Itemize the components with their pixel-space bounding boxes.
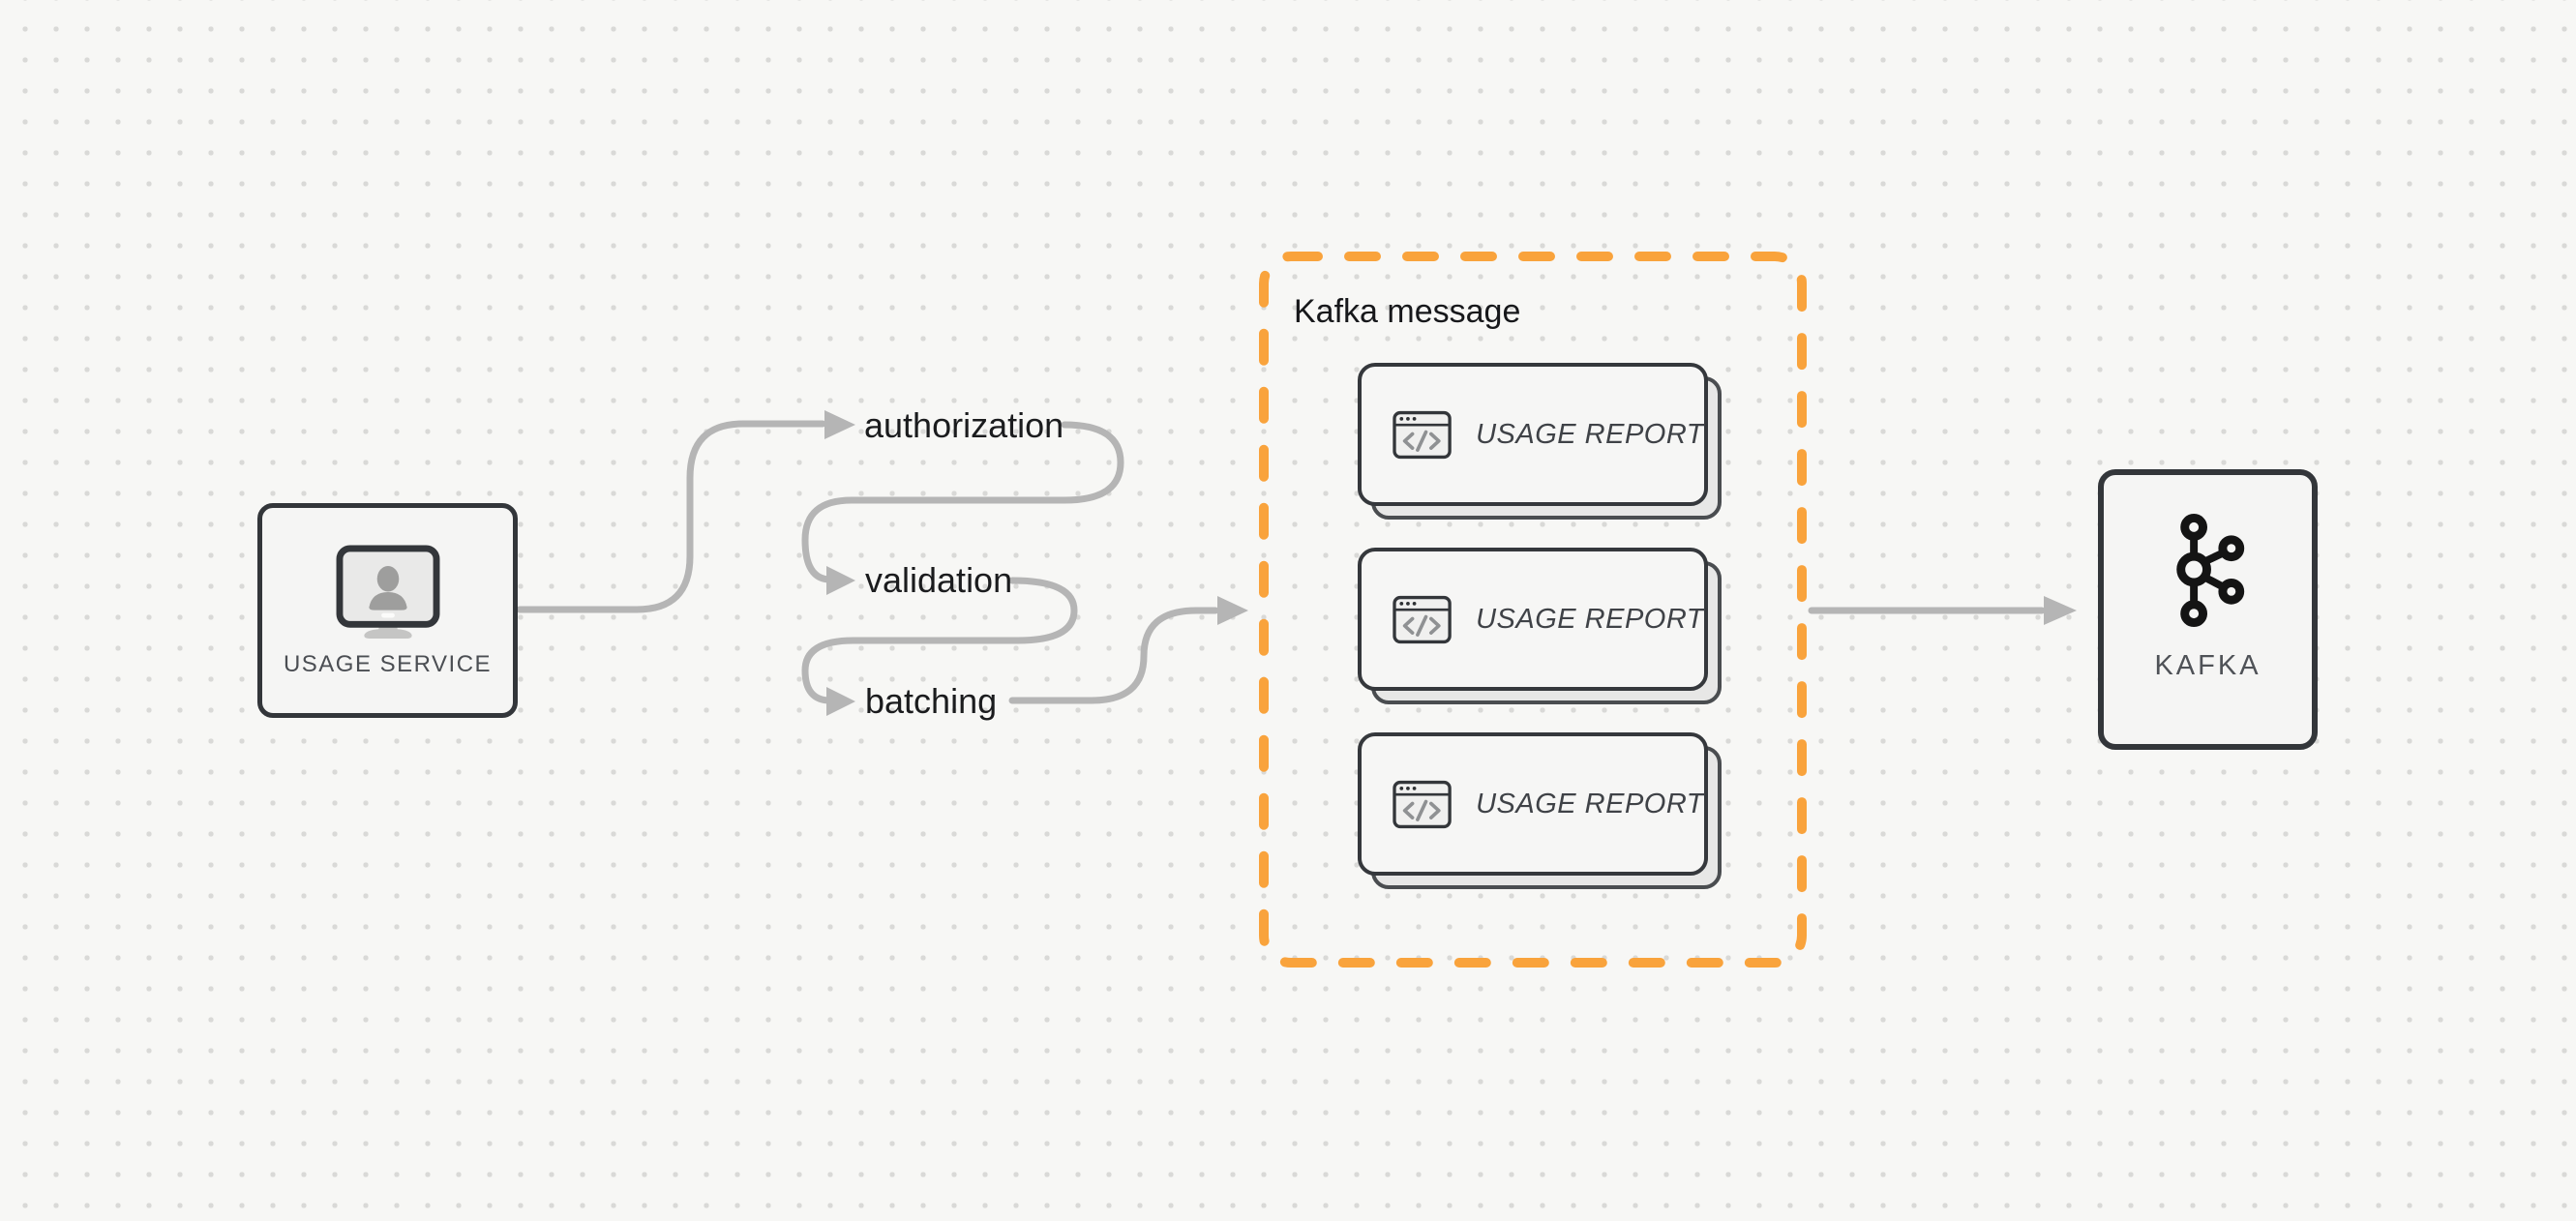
edge-batching-to-kafka-message xyxy=(1008,607,1219,704)
kafka-label: KAFKA xyxy=(2154,650,2261,681)
flow-step-validation: validation xyxy=(865,560,1013,600)
kafka-message-dashed-border xyxy=(1259,252,1807,968)
card-front: USAGE REPORT xyxy=(1358,548,1708,691)
monitor-user-icon xyxy=(336,545,439,640)
arrowhead-validation xyxy=(826,566,855,595)
usage-service-label: USAGE SERVICE xyxy=(283,651,493,677)
code-window-icon xyxy=(1393,410,1452,459)
edge-authorization-to-validation xyxy=(801,421,1124,583)
arrowhead-kafka-message xyxy=(1217,596,1248,625)
arrowhead-kafka xyxy=(2044,596,2077,625)
usage-report-label: USAGE REPORT xyxy=(1476,418,1704,450)
card-front: USAGE REPORT xyxy=(1358,732,1708,876)
code-window-icon xyxy=(1393,595,1452,643)
usage-report-card: USAGE REPORT xyxy=(1358,732,1722,889)
arrowhead-authorization xyxy=(824,410,855,439)
kafka-logo-icon xyxy=(2175,514,2244,628)
usage-report-card: USAGE REPORT xyxy=(1358,548,1722,704)
edge-usage-service-to-authorization xyxy=(516,420,826,613)
kafka-message-group-title: Kafka message xyxy=(1294,293,1521,330)
edge-validation-to-batching xyxy=(801,577,1078,704)
kafka-node: KAFKA xyxy=(2098,469,2318,750)
usage-report-card: USAGE REPORT xyxy=(1358,363,1722,520)
code-window-icon xyxy=(1393,780,1452,828)
usage-service-node: USAGE SERVICE xyxy=(257,503,518,718)
usage-report-label: USAGE REPORT xyxy=(1476,603,1704,635)
arrowhead-batching xyxy=(826,687,855,716)
usage-report-label: USAGE REPORT xyxy=(1476,788,1704,819)
flow-step-authorization: authorization xyxy=(864,405,1064,445)
flow-step-batching: batching xyxy=(865,681,998,721)
card-front: USAGE REPORT xyxy=(1358,363,1708,506)
